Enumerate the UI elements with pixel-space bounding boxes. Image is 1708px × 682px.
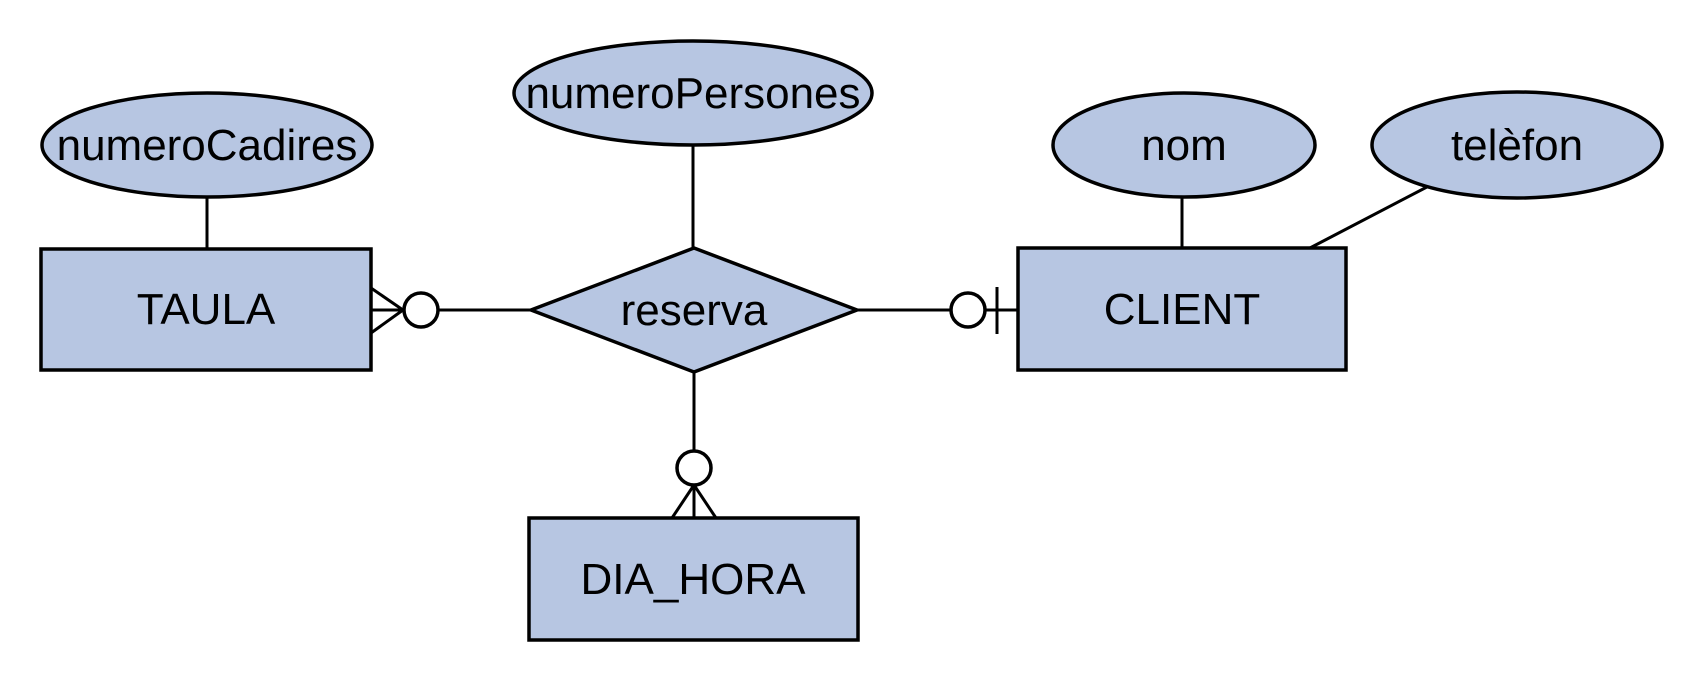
attribute-numerocadires-label: numeroCadires bbox=[57, 121, 358, 170]
entity-client-label: CLIENT bbox=[1104, 285, 1260, 334]
crows-foot-taula-upper-prong bbox=[370, 286, 404, 312]
attribute-nom-ellipse bbox=[1051, 91, 1317, 199]
entity-client-box bbox=[1016, 246, 1348, 372]
optional-circle-dia-hora bbox=[675, 449, 713, 487]
attribute-telefon-ellipse bbox=[1370, 90, 1664, 200]
attribute-numeropersones: numeroPersones bbox=[512, 39, 874, 147]
entity-dia-hora-box bbox=[527, 516, 860, 642]
relationship-reserva-label: reserva bbox=[621, 286, 768, 335]
relationship-reserva: reserva bbox=[526, 246, 862, 374]
entity-taula-label: TAULA bbox=[137, 285, 276, 334]
attribute-telefon-label: telèfon bbox=[1451, 121, 1583, 170]
crows-foot-taula-lower-prong bbox=[370, 308, 404, 335]
relationship-reserva-diamond bbox=[526, 246, 862, 374]
crows-foot-dia-hora-left-prong bbox=[670, 484, 696, 519]
relationship-line-reserva-taula bbox=[370, 286, 531, 335]
attribute-numerocadires: numeroCadires bbox=[40, 91, 374, 199]
optional-circle-client bbox=[949, 291, 987, 329]
entity-taula: TAULA bbox=[39, 247, 373, 372]
entity-client: CLIENT bbox=[1016, 246, 1348, 372]
entity-dia-hora-label: DIA_HORA bbox=[581, 555, 807, 604]
attribute-numerocadires-ellipse bbox=[40, 91, 374, 199]
attribute-numeropersones-ellipse bbox=[512, 39, 874, 147]
attribute-telefon: telèfon bbox=[1370, 90, 1664, 200]
attribute-nom: nom bbox=[1051, 91, 1317, 199]
crows-foot-dia-hora-right-prong bbox=[692, 484, 718, 519]
entity-dia-hora: DIA_HORA bbox=[527, 516, 860, 642]
entity-taula-box bbox=[39, 247, 373, 372]
optional-circle-taula bbox=[402, 291, 440, 329]
relationship-line-reserva-dia-hora bbox=[670, 372, 718, 519]
attribute-nom-label: nom bbox=[1141, 121, 1227, 170]
relationship-line-reserva-client bbox=[857, 287, 1018, 334]
attribute-numeropersones-label: numeroPersones bbox=[525, 69, 860, 118]
